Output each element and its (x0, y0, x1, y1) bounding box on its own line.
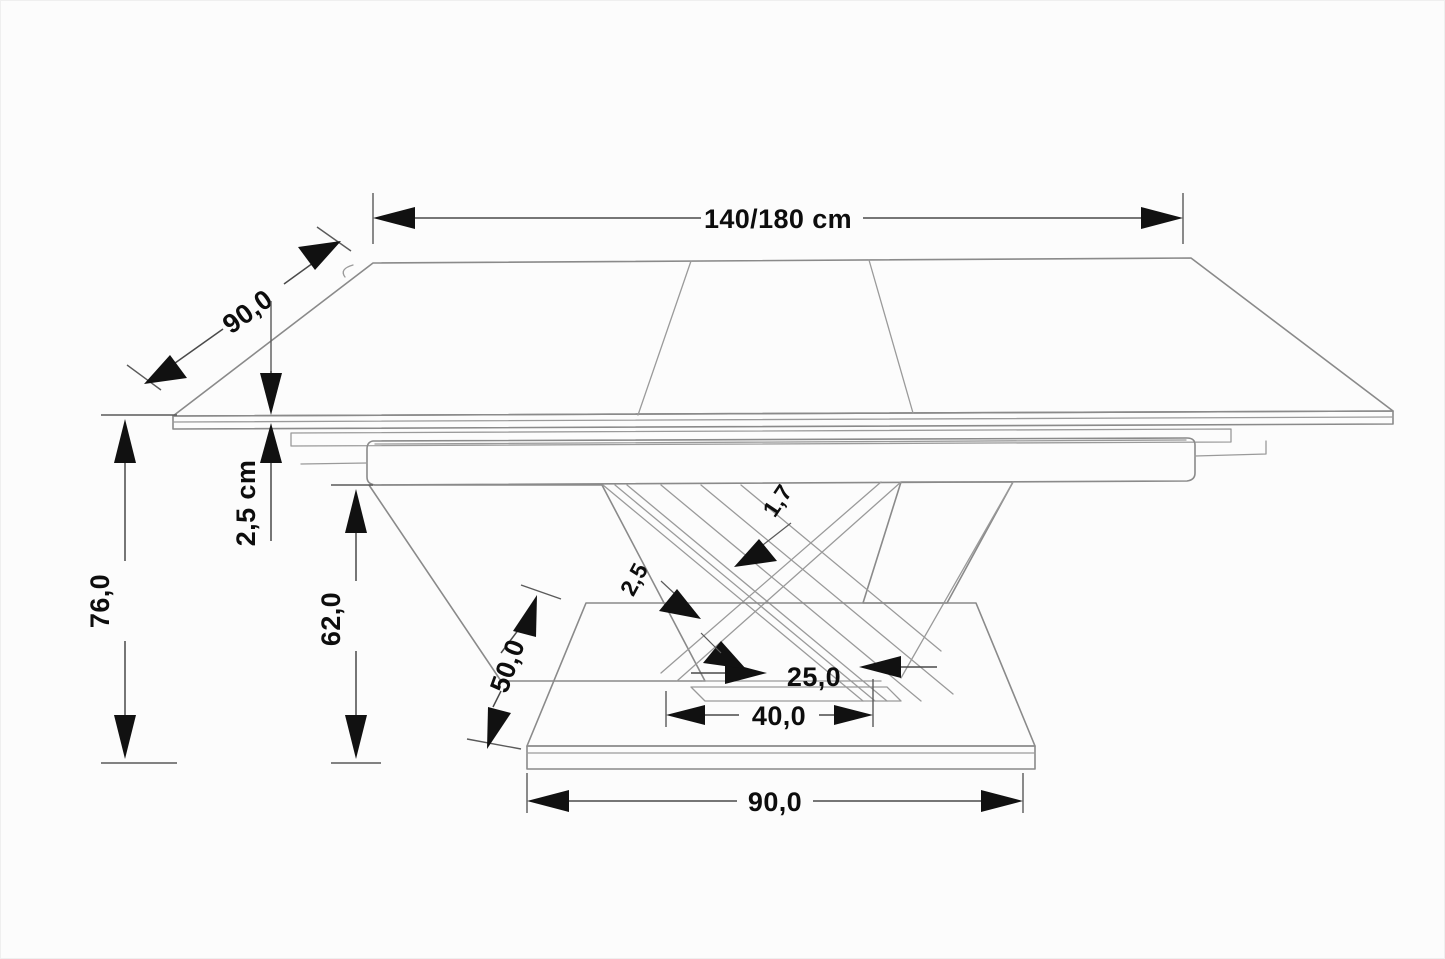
extline-depth-lower (126, 364, 162, 391)
extline-bpdepth-lower (466, 738, 522, 750)
dim-label-tabletop-depth: 90,0 (217, 284, 278, 340)
arrowhead-25a (659, 589, 701, 619)
tabletop-seam-left (637, 260, 692, 416)
dim-label-clearance-height: 62,0 (316, 592, 346, 646)
strut-line-e (700, 484, 954, 695)
dim-label-base-plate-width: 90,0 (748, 787, 802, 817)
dim-base-plate-depth: 50,0 (466, 584, 562, 750)
tabletop-thickness-band-inner (172, 416, 1394, 423)
dim-label-base-column-width: 40,0 (752, 701, 806, 731)
tabletop-thickness-band (172, 410, 1394, 430)
base-strut-bundle-down-right (602, 484, 954, 702)
dim-label-base-plate-depth: 50,0 (484, 635, 531, 696)
arrowhead-thickness-down (260, 373, 282, 415)
arrowhead-bcwidth-left (666, 705, 705, 725)
tabletop-seam-right (868, 259, 914, 414)
strut-line-g (676, 481, 902, 682)
base-wing-right-edge (900, 481, 1014, 679)
dim-base-column-width: 40,0 (665, 679, 874, 731)
arrowhead-bcwidth-right (834, 705, 873, 725)
leader-25b (700, 632, 722, 654)
dim-label-strut-thickness-lower: 2,5 (615, 559, 653, 600)
strut-foot-plate (690, 686, 902, 702)
strut-line-c (626, 484, 888, 702)
arrowhead-bpdepth-lower (487, 707, 511, 749)
base-strut-bundle-down-left (660, 481, 902, 682)
extline-bpdepth-upper (520, 584, 562, 600)
arrowhead-thickness-up (260, 423, 282, 463)
arrowhead-bpwidth-left (527, 790, 569, 812)
dim-clearance-height: 62,0 (316, 484, 381, 764)
arrowhead-25b (703, 641, 746, 669)
arrowhead-bpwidth-right (981, 790, 1023, 812)
base-group (368, 481, 1036, 770)
arrowhead-depth-lower (144, 355, 187, 384)
dim-label-strut-span: 25,0 (787, 662, 841, 692)
apron-right-step (1194, 440, 1267, 457)
arrowhead-clear-top (345, 489, 367, 533)
base-wing-left (368, 484, 706, 682)
arrowhead-height-top (114, 419, 136, 463)
base-plate-thickness (526, 745, 1036, 770)
strut-line-b (614, 484, 876, 702)
dim-label-tabletop-width: 140/180 cm (704, 204, 852, 234)
dim-strut-thickness-lower: 2,5 (615, 559, 746, 669)
arrowhead-right (1141, 207, 1183, 229)
tabletop-group (172, 257, 1394, 430)
apron-left-step (300, 462, 368, 465)
dimline-bpdepth-lower-seg (492, 690, 502, 708)
strut-line-h (660, 481, 882, 674)
apron-beam (366, 437, 1196, 486)
base-wing-right (862, 481, 1014, 604)
dim-tabletop-thickness: 2,5 cm (231, 301, 282, 546)
tabletop-corner-left (342, 264, 354, 278)
dim-total-height: 76,0 (85, 414, 177, 764)
dim-strut-span: 25,0 (691, 656, 937, 692)
arrowhead-clear-bottom (345, 715, 367, 759)
dim-tabletop-width: 140/180 cm (372, 193, 1184, 244)
arrowhead-bpdepth-upper (513, 595, 537, 637)
extline-depth-upper (316, 226, 352, 252)
apron-group (290, 428, 1267, 486)
dim-label-tabletop-thickness: 2,5 cm (231, 460, 261, 546)
dim-label-total-height: 76,0 (85, 574, 115, 628)
arrowhead-height-bottom (114, 715, 136, 759)
tabletop-surface (172, 257, 1394, 417)
arrowhead-depth-upper (298, 241, 341, 270)
arrowhead-left (373, 207, 415, 229)
dim-base-plate-width: 90,0 (526, 773, 1024, 817)
arrowhead-17 (734, 539, 777, 567)
strut-line-f (740, 484, 942, 652)
apron-beam-top-highlight (374, 439, 1187, 445)
apron-rear-ledge (290, 428, 1232, 447)
arrowhead-strutspan-right (859, 656, 901, 678)
dim-label-strut-thickness-upper: 1,7 (757, 480, 797, 522)
strut-line-a (602, 484, 864, 702)
